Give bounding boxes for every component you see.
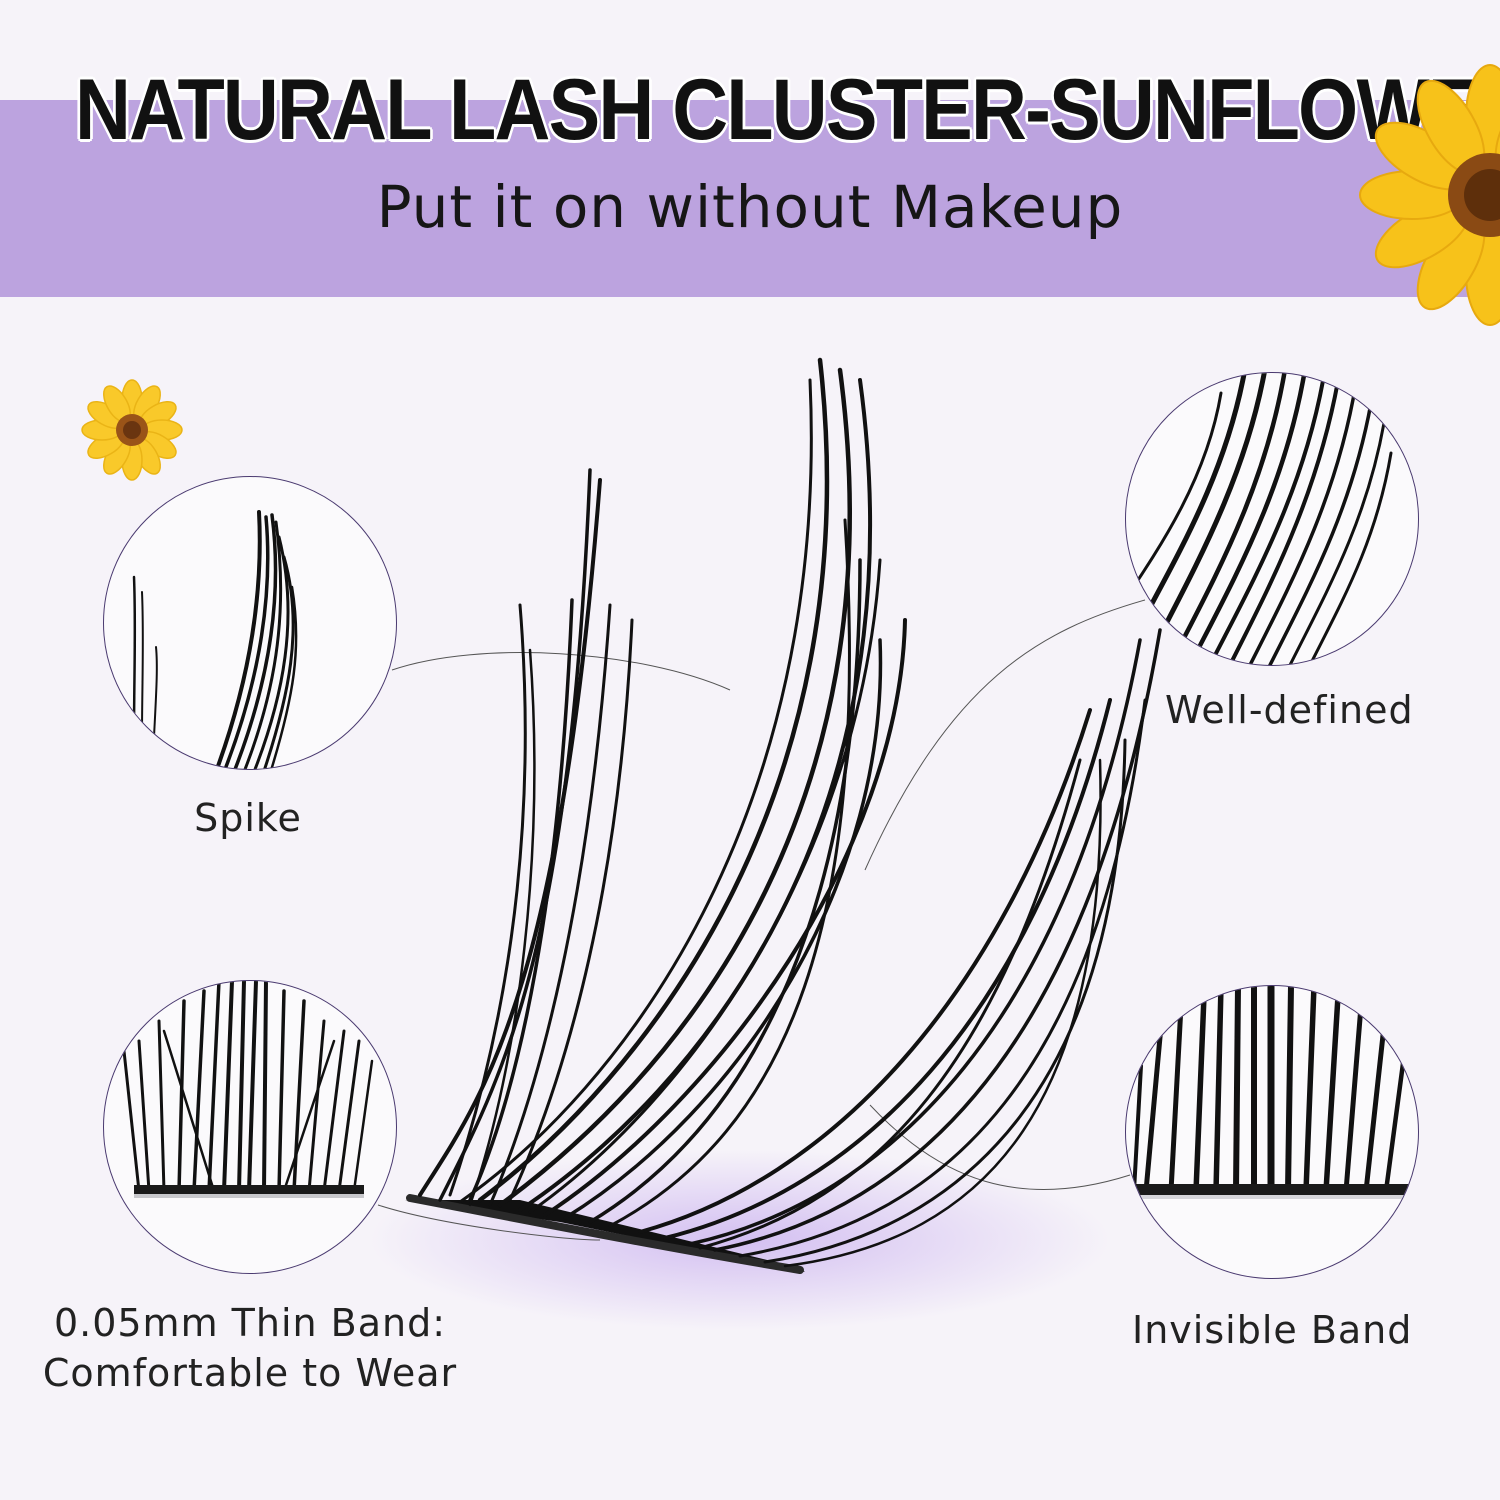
invisible-band-detail-circle — [1125, 985, 1419, 1279]
spike-label: Spike — [194, 796, 302, 840]
invisible-band-label: Invisible Band — [1132, 1308, 1413, 1352]
well-defined-label: Well-defined — [1165, 688, 1414, 732]
thin-band-detail-circle — [103, 980, 397, 1274]
invisible-band-lash-detail — [1126, 986, 1418, 1199]
thin-band-label-line2: Comfortable to Wear — [42, 1351, 458, 1395]
page-title: NATURAL LASH CLUSTER-SUNFLOWER — [75, 62, 1500, 158]
well-defined-detail-circle — [1125, 372, 1419, 666]
thin-band-lash-detail — [122, 981, 374, 1198]
thin-band-label-line1: 0.05mm Thin Band: — [53, 1301, 447, 1345]
spike-lash-detail — [132, 510, 298, 769]
page-subtitle: Put it on without Makeup — [376, 173, 1124, 241]
header-banner — [0, 100, 1500, 297]
lash-cluster — [405, 357, 1162, 1274]
sunflower-icon — [1359, 64, 1500, 326]
well-defined-lash-detail — [1126, 373, 1393, 665]
sunflower-icon — [81, 379, 183, 481]
spike-detail-circle — [103, 476, 397, 770]
